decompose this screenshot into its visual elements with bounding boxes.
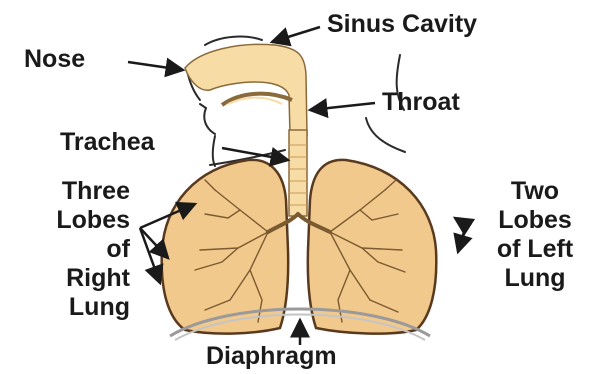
right-lung-label-line: Lung [2, 293, 130, 322]
left-lung-label-line: Lobes [470, 206, 600, 235]
pointer-trachea [222, 148, 288, 160]
diaphragm-label: Diaphragm [206, 342, 337, 371]
sinus-cavity [185, 44, 307, 135]
pointer-right-lung-lower [140, 228, 160, 283]
sinus-cavity-label: Sinus Cavity [327, 10, 477, 39]
trachea-tube [289, 130, 307, 216]
left-lung-label-line: Two [470, 177, 600, 206]
right-lung [162, 160, 288, 334]
right-lung-label-line: of [2, 235, 130, 264]
pointer-sinus-cavity [272, 27, 320, 42]
left-lung-label: Two Lobes of Left Lung [470, 177, 600, 293]
pointer-left-lung-lower [458, 225, 466, 252]
left-lung-label-line: of Left [470, 235, 600, 264]
trachea-label: Trachea [60, 128, 155, 157]
right-lung-label: Three Lobes of Right Lung [2, 177, 130, 322]
nose-label: Nose [24, 45, 85, 74]
pointer-throat [310, 103, 375, 110]
left-lung-label-line: Lung [470, 264, 600, 293]
right-lung-label-line: Right [2, 264, 130, 293]
throat-label: Throat [382, 88, 460, 117]
left-lung [308, 160, 436, 334]
right-lung-label-line: Three [2, 177, 130, 206]
pointer-nose [128, 62, 183, 70]
right-lung-label-line: Lobes [2, 206, 130, 235]
pointer-left-lung-upper [455, 218, 466, 225]
